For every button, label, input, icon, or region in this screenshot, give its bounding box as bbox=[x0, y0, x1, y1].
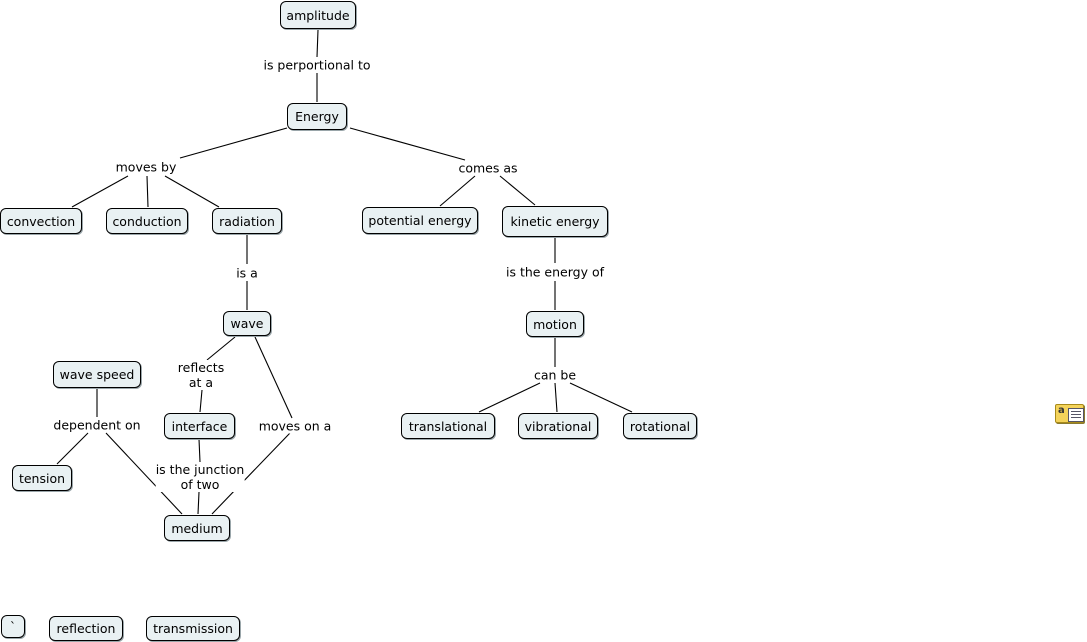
resource-document-icon bbox=[1068, 408, 1084, 422]
concept-translational[interactable]: translational bbox=[401, 413, 495, 439]
concept-kinetic-energy[interactable]: kinetic energy bbox=[502, 206, 608, 237]
concept-wave[interactable]: wave bbox=[223, 311, 271, 336]
link-can-be[interactable]: can be bbox=[533, 367, 577, 383]
concept-backtick[interactable]: ` bbox=[1, 615, 25, 638]
link-moves-by[interactable]: moves by bbox=[115, 159, 177, 175]
link-reflects-at-a[interactable]: reflects at a bbox=[177, 360, 225, 390]
concept-transmission[interactable]: transmission bbox=[146, 616, 240, 641]
link-dependent-on[interactable]: dependent on bbox=[53, 417, 141, 433]
edge-canbe-translational bbox=[478, 382, 541, 413]
edge-wave-reflects bbox=[206, 336, 236, 361]
link-comes-as[interactable]: comes as bbox=[458, 160, 518, 176]
concept-medium[interactable]: medium bbox=[164, 515, 230, 541]
edge-movesby-convection bbox=[71, 175, 129, 208]
concept-vibrational[interactable]: vibrational bbox=[518, 413, 598, 439]
edge-energy-movesby bbox=[179, 127, 288, 159]
concept-motion[interactable]: motion bbox=[526, 311, 584, 337]
attached-resource-icon[interactable]: a bbox=[1055, 404, 1084, 423]
link-is-the-junction-of-two[interactable]: is the junction of two bbox=[155, 462, 245, 492]
concept-tension[interactable]: tension bbox=[12, 465, 72, 491]
edge-dependent-medium bbox=[105, 432, 183, 515]
edge-movesby-radiation bbox=[164, 175, 220, 208]
edge-canbe-vibrational bbox=[554, 382, 558, 413]
link-moves-on-a[interactable]: moves on a bbox=[258, 418, 332, 434]
link-is-the-energy-of[interactable]: is the energy of bbox=[505, 264, 605, 280]
edge-comesas-kinetic bbox=[499, 175, 536, 206]
concept-convection[interactable]: convection bbox=[0, 208, 82, 234]
concept-energy[interactable]: Energy bbox=[287, 103, 347, 130]
edge-reflects-interface bbox=[199, 389, 203, 413]
edge-amplitude-link bbox=[316, 29, 319, 58]
edge-interface-junction bbox=[198, 438, 201, 463]
concept-reflection[interactable]: reflection bbox=[49, 616, 123, 641]
edge-dependent-tension bbox=[56, 432, 89, 465]
concept-potential-energy[interactable]: potential energy bbox=[362, 207, 478, 234]
concept-interface[interactable]: interface bbox=[164, 413, 235, 439]
concept-radiation[interactable]: radiation bbox=[212, 208, 282, 234]
resource-letter-a-icon: a bbox=[1058, 405, 1065, 416]
edge-energy-comesas bbox=[349, 127, 466, 161]
concept-conduction[interactable]: conduction bbox=[106, 208, 188, 234]
edge-canbe-rotational bbox=[569, 382, 633, 413]
link-is-perportional-to[interactable]: is perportional to bbox=[263, 57, 371, 73]
edge-moveson-medium bbox=[211, 432, 291, 515]
edge-wave-moveson bbox=[254, 336, 293, 419]
link-is-a[interactable]: is a bbox=[236, 265, 258, 281]
edge-movesby-conduction bbox=[146, 175, 149, 208]
edge-junction-medium bbox=[197, 491, 200, 515]
concept-rotational[interactable]: rotational bbox=[623, 413, 697, 439]
concept-amplitude[interactable]: amplitude bbox=[280, 1, 356, 29]
concept-wave-speed[interactable]: wave speed bbox=[53, 361, 141, 388]
edge-comesas-potential bbox=[439, 175, 476, 207]
